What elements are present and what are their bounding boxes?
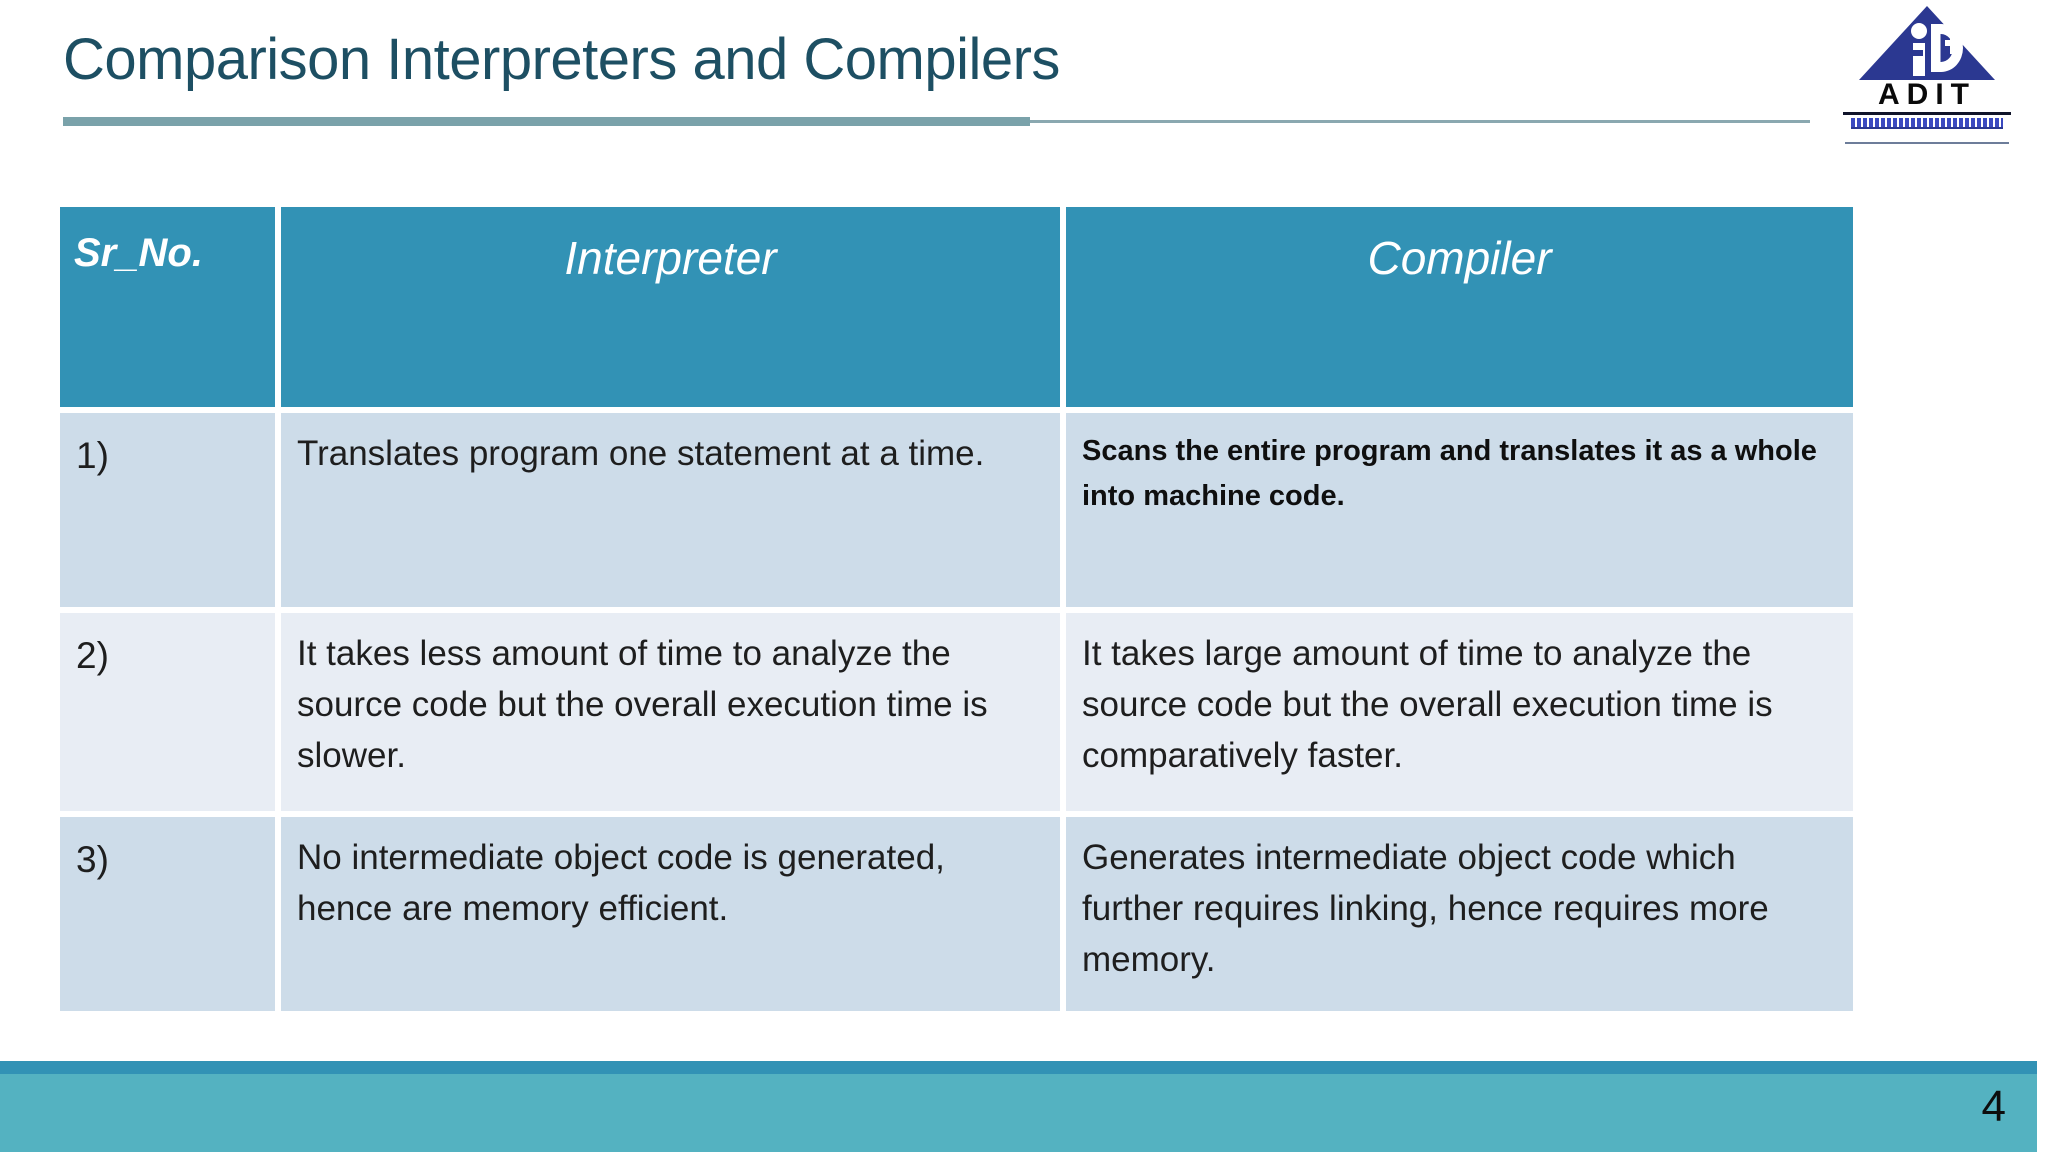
title-underline-thin bbox=[1030, 120, 1810, 123]
table-row-1-sr: 1) bbox=[60, 413, 275, 607]
table-row-1-compiler: Scans the entire program and translates … bbox=[1066, 413, 1853, 607]
table-row-3-interpreter: No intermediate object code is generated… bbox=[281, 817, 1060, 1011]
logo-triangle-icon bbox=[1859, 6, 1995, 80]
table-row-3-sr: 3) bbox=[60, 817, 275, 1011]
table-row-2-compiler: It takes large amount of time to analyze… bbox=[1066, 613, 1853, 811]
slide-page-number: 4 bbox=[1981, 1082, 2006, 1131]
footer-band bbox=[0, 1074, 2037, 1152]
table-header-interpreter: Interpreter bbox=[281, 207, 1060, 407]
page-title: Comparison Interpreters and Compilers bbox=[63, 27, 1060, 92]
table-header-compiler: Compiler bbox=[1066, 207, 1853, 407]
institute-logo: ADIT bbox=[1843, 4, 2011, 144]
footer-accent-line bbox=[0, 1061, 2037, 1074]
logo-acronym-text: ADIT bbox=[1843, 80, 2011, 115]
logo-baseline-rule bbox=[1845, 142, 2009, 144]
table-row-3-compiler: Generates intermediate object code which… bbox=[1066, 817, 1853, 1011]
title-underline-thick bbox=[63, 117, 1030, 126]
table-row-1-interpreter: Translates program one statement at a ti… bbox=[281, 413, 1060, 607]
table-header-sr-no: Sr_No. bbox=[60, 207, 275, 407]
comparison-table: Sr_No. Interpreter Compiler 1) Translate… bbox=[60, 207, 1853, 1011]
table-row-2-interpreter: It takes less amount of time to analyze … bbox=[281, 613, 1060, 811]
table-row-2-sr: 2) bbox=[60, 613, 275, 811]
logo-tagline bbox=[1851, 118, 2003, 129]
